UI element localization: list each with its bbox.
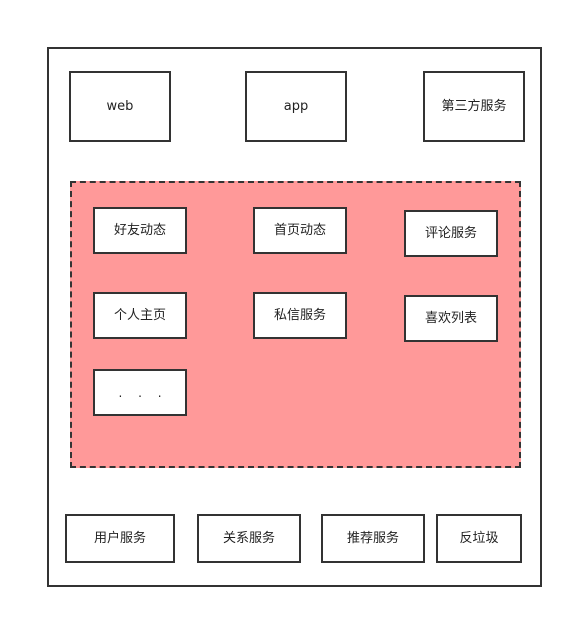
more-services-label: . . . xyxy=(118,385,168,400)
web-client-label: web xyxy=(106,99,134,114)
home-feed-box: 首页动态 xyxy=(253,207,347,254)
user-service-label: 用户服务 xyxy=(93,531,146,546)
comment-service-box: 评论服务 xyxy=(404,210,498,257)
more-services-box: . . . xyxy=(93,369,187,416)
third-party-service-box: 第三方服务 xyxy=(423,71,525,142)
like-list-label: 喜欢列表 xyxy=(424,311,477,326)
friend-feed-box: 好友动态 xyxy=(93,207,187,254)
like-list-box: 喜欢列表 xyxy=(404,295,498,342)
anti-spam-box: 反垃圾 xyxy=(436,514,522,563)
private-message-box: 私信服务 xyxy=(253,292,347,339)
profile-box: 个人主页 xyxy=(93,292,187,339)
friend-feed-label: 好友动态 xyxy=(113,223,166,238)
private-message-label: 私信服务 xyxy=(273,308,326,323)
web-client-box: web xyxy=(69,71,171,142)
third-party-service-label: 第三方服务 xyxy=(441,99,507,114)
recommend-service-label: 推荐服务 xyxy=(346,531,399,546)
app-client-label: app xyxy=(283,99,309,114)
anti-spam-label: 反垃圾 xyxy=(459,531,499,546)
home-feed-label: 首页动态 xyxy=(273,223,326,238)
recommend-service-box: 推荐服务 xyxy=(321,514,425,563)
comment-service-label: 评论服务 xyxy=(424,226,477,241)
relation-service-label: 关系服务 xyxy=(222,531,275,546)
relation-service-box: 关系服务 xyxy=(197,514,301,563)
user-service-box: 用户服务 xyxy=(65,514,175,563)
profile-label: 个人主页 xyxy=(113,308,166,323)
app-client-box: app xyxy=(245,71,347,142)
